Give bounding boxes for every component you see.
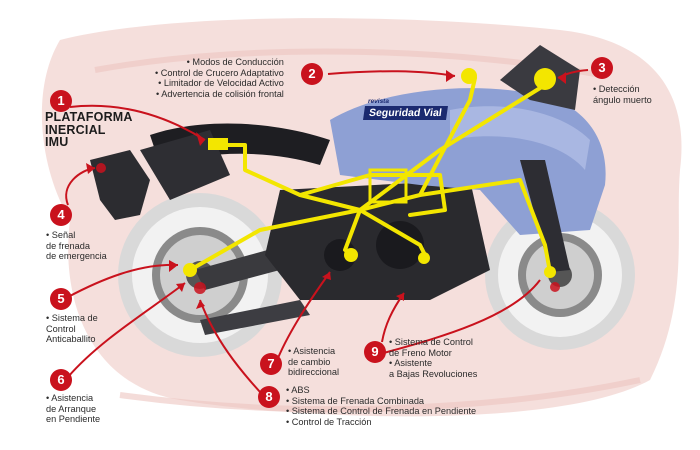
badge-3: 3	[591, 57, 613, 79]
label-quickshifter: • Asistencia de cambio bidireccional	[288, 346, 339, 378]
label-line: • Modos de Conducción	[186, 57, 284, 67]
label-braking-systems: • ABS • Sistema de Frenada Combinada • S…	[286, 385, 476, 427]
label-line: • Sistema de Control de Frenada en Pendi…	[286, 406, 477, 417]
label-line: • Asistente	[389, 358, 433, 369]
label-imu-line: IMU	[45, 135, 69, 149]
front-fork	[520, 160, 570, 272]
wiring	[188, 76, 552, 274]
label-line: • Asistencia	[46, 393, 94, 403]
label-line: • Detección	[593, 84, 640, 94]
badge-6: 6	[50, 369, 72, 391]
exhaust	[200, 300, 310, 335]
label-anti-wheelie: • Sistema de Control Anticaballito	[46, 313, 98, 345]
badge-8: 8	[258, 386, 280, 408]
badge-7: 7	[260, 353, 282, 375]
label-imu: PLATAFORMA INERCIAL IMU	[45, 111, 133, 149]
label-line: • ABS	[286, 385, 310, 395]
label-engine-brake: • Sistema de Control de Freno Motor • As…	[389, 337, 477, 379]
arrow-heads	[86, 70, 566, 309]
brand-logo-main: Seguridad Vial	[363, 106, 448, 120]
label-line: bidireccional	[288, 367, 340, 378]
badge-2: 2	[301, 63, 323, 85]
label-hill-start: • Asistencia de Arranque en Pendiente	[46, 393, 100, 425]
label-line: de Arranque	[46, 403, 97, 414]
label-blind-spot: • Detección ángulo muerto	[593, 84, 652, 105]
label-line: • Señal	[46, 230, 76, 240]
badge-9: 9	[364, 341, 386, 363]
label-line: • Sistema de	[46, 313, 98, 323]
sensor-glow	[96, 163, 560, 294]
brand-logo-top: revista	[368, 98, 389, 105]
label-line: Anticaballito	[46, 334, 96, 345]
label-line: • Sistema de Frenada Combinada	[286, 395, 425, 406]
badge-1: 1	[50, 90, 72, 112]
label-line: de frenada	[46, 240, 90, 251]
label-line: • Limitador de Velocidad Activo	[158, 78, 284, 89]
front-wheel	[485, 200, 635, 350]
badge-4: 4	[50, 204, 72, 226]
label-line: de emergencia	[46, 251, 107, 262]
brand-logo: revista Seguridad Vial	[363, 98, 450, 126]
label-line: de Freno Motor	[389, 347, 452, 358]
label-line: de cambio	[288, 356, 331, 367]
label-line: • Control de Crucero Adaptativo	[155, 67, 284, 78]
label-line: • Sistema de Control	[389, 337, 473, 347]
label-line: ángulo muerto	[593, 94, 652, 105]
sensor-nodes	[183, 68, 556, 278]
label-line: • Control de Tracción	[286, 416, 372, 427]
pointer-arrows	[65, 69, 589, 393]
label-line: a Bajas Revoluciones	[389, 368, 478, 379]
badge-5: 5	[50, 288, 72, 310]
label-riding-assist: • Modos de Conducción • Control de Cruce…	[155, 57, 284, 99]
label-line: en Pendiente	[46, 414, 101, 425]
label-line: • Asistencia	[288, 346, 336, 356]
label-imu-line: INERCIAL	[45, 122, 106, 137]
label-line: • Advertencia de colisión frontal	[156, 88, 284, 99]
label-emergency-brake-signal: • Señal de frenada de emergencia	[46, 230, 107, 262]
label-line: Control	[46, 323, 76, 334]
label-imu-line: PLATAFORMA	[45, 110, 133, 124]
